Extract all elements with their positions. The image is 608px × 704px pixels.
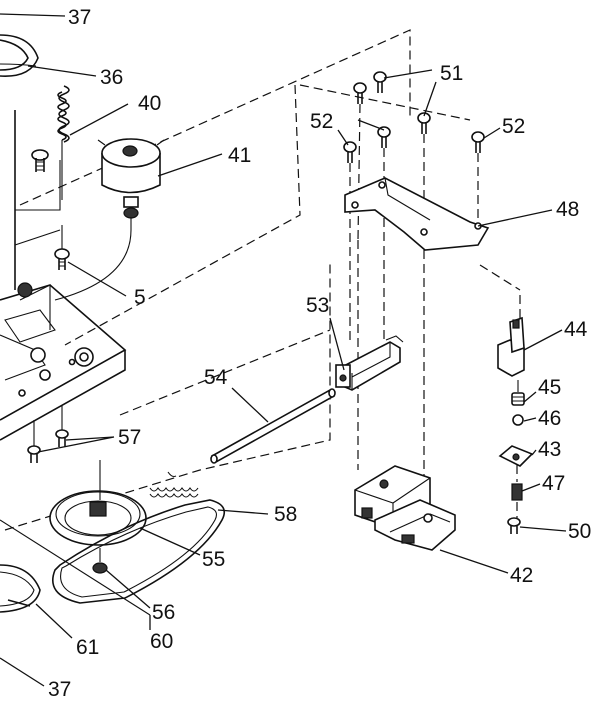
part-41-motor [54, 138, 165, 301]
base-plate [0, 110, 127, 441]
callout-61: 61 [76, 636, 99, 659]
callout-44: 44 [564, 318, 588, 341]
spring-small [149, 471, 199, 498]
chassis-outline [4, 29, 521, 531]
callout-58: 58 [274, 503, 297, 526]
callout-55: 55 [202, 548, 225, 571]
part-60-guide [0, 519, 151, 616]
callout-36: 36 [100, 66, 123, 89]
callout-42: 42 [510, 564, 533, 587]
callout-5: 5 [134, 286, 146, 309]
part-58-belt [52, 499, 226, 604]
part-53-holder [335, 335, 404, 391]
part-44-bracket [497, 316, 525, 377]
callout-41: 41 [228, 144, 251, 167]
callout-40: 40 [138, 92, 161, 115]
part-47-spring [511, 465, 523, 501]
callout-54: 54 [204, 366, 228, 389]
callout-47: 47 [542, 472, 565, 495]
callout-46: 46 [538, 407, 561, 430]
callout-56: 56 [152, 601, 175, 624]
callout-52-right: 52 [502, 115, 525, 138]
part-42-actuator [354, 465, 456, 551]
callout-51: 51 [440, 62, 463, 85]
part-50-screw [507, 502, 521, 534]
callout-50: 50 [568, 520, 591, 543]
part-36-ring [0, 34, 39, 77]
part-40-spring [57, 85, 70, 200]
callout-53: 53 [306, 294, 329, 317]
callout-37-bottom: 37 [48, 678, 71, 701]
callout-57: 57 [118, 426, 141, 449]
part-57-screws [27, 405, 69, 463]
part-45-nut [511, 380, 525, 406]
leader-lines [0, 13, 567, 687]
screw-left [31, 149, 49, 172]
callout-37-top: 37 [68, 6, 91, 29]
part-46-washer [512, 414, 524, 426]
callout-52-left: 52 [310, 110, 333, 133]
part-51-52-screws [343, 71, 485, 500]
callout-48: 48 [556, 198, 579, 221]
part-56-washer [92, 548, 108, 574]
callout-43: 43 [538, 438, 561, 461]
callout-45: 45 [538, 376, 561, 399]
part-43-plate [498, 445, 534, 467]
part-54-shaft [210, 388, 336, 464]
part-48-bracket [344, 177, 490, 251]
callout-60: 60 [150, 630, 173, 653]
part-55-pulley [49, 460, 147, 546]
callout-labels: 37 36 40 41 5 51 52 52 48 53 44 54 45 46… [48, 6, 591, 701]
part-5-screw [54, 225, 70, 270]
part-61-ring [0, 564, 41, 613]
